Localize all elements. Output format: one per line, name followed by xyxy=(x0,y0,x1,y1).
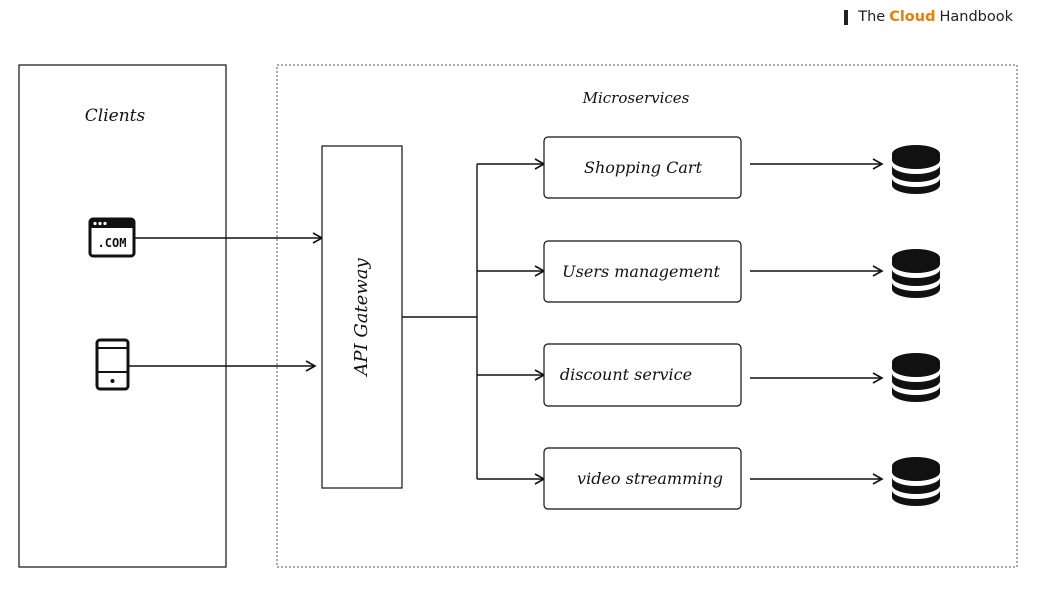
clients-panel xyxy=(18,64,227,568)
web-browser-icon: .COM xyxy=(88,217,136,258)
microservices-panel xyxy=(276,64,1018,568)
service-box xyxy=(543,136,742,199)
brand-pre: The xyxy=(858,9,886,25)
api-gateway-label: API Gateway xyxy=(351,258,372,378)
database-icon xyxy=(892,145,940,194)
service-label: discount service xyxy=(560,365,692,384)
database-icon xyxy=(892,353,940,402)
brand-accent: Cloud xyxy=(889,9,936,25)
web-domain-label: .COM xyxy=(98,236,127,250)
service-box xyxy=(543,343,742,407)
service-label: Users management xyxy=(562,262,720,281)
service-label: video streamming xyxy=(577,469,723,488)
clients-title: Clients xyxy=(85,106,146,126)
api-gateway-box xyxy=(321,145,403,489)
service-box xyxy=(543,447,742,510)
mobile-phone-icon xyxy=(95,338,130,391)
microservices-title: Microservices xyxy=(582,89,690,107)
database-icon xyxy=(892,249,940,298)
brand-bar xyxy=(844,9,849,25)
brand-logo: The Cloud Handbook xyxy=(844,9,1013,25)
brand-post: Handbook xyxy=(939,9,1013,25)
database-icon xyxy=(892,457,940,506)
service-label: Shopping Cart xyxy=(584,158,703,177)
service-box xyxy=(543,240,742,303)
